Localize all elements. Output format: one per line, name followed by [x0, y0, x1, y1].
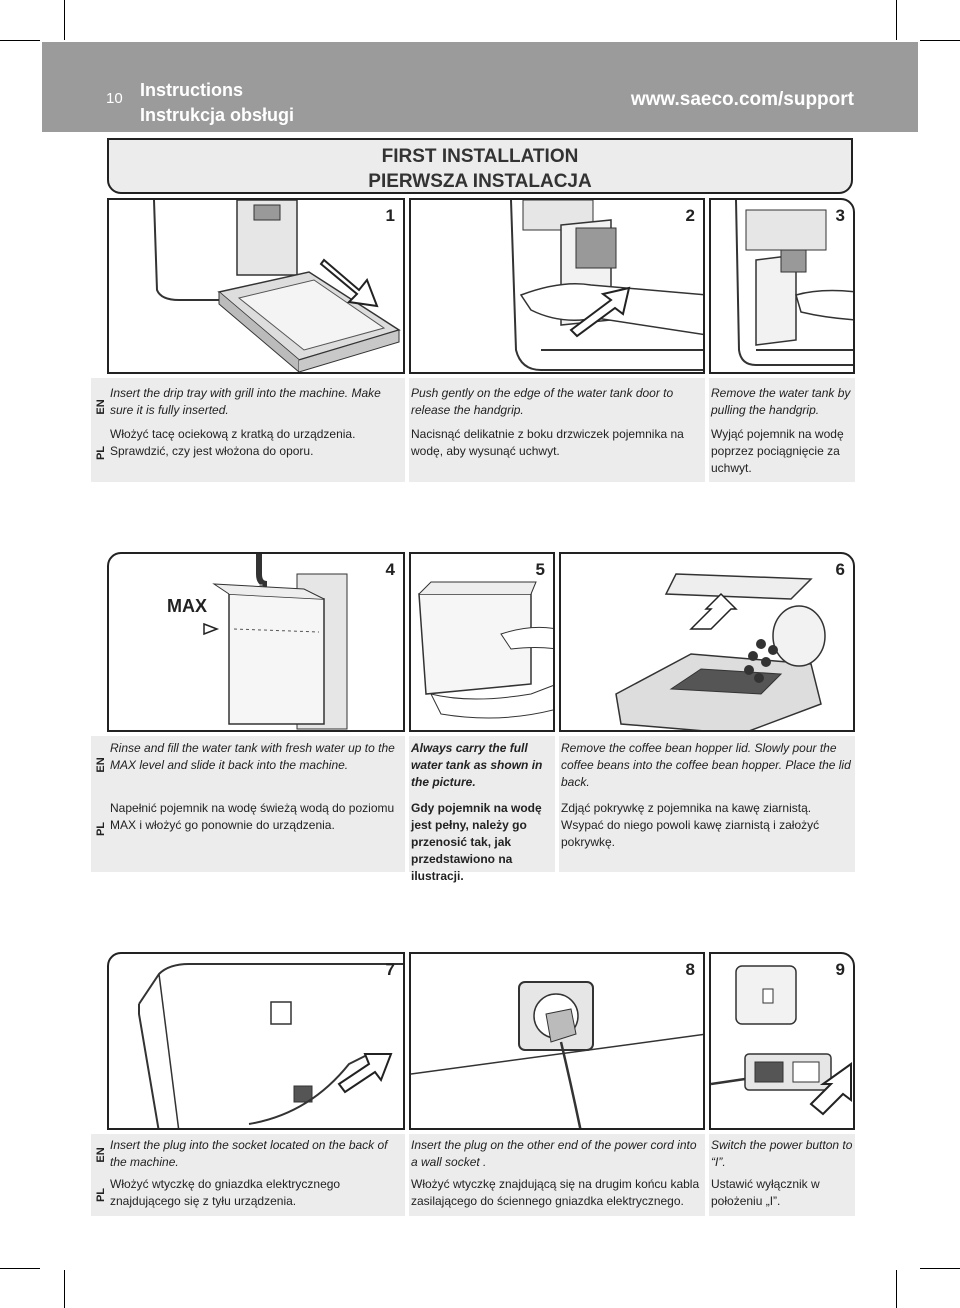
step-3-illustration: 3: [709, 198, 855, 374]
crop-mark: [896, 0, 897, 40]
wall-socket-drawing: [411, 981, 703, 1128]
lang-label-pl: PL: [95, 821, 107, 837]
header-title: Instructions Instrukcja obsługi: [140, 78, 294, 128]
step-5-text-pl: Gdy pojemnik na wodę jest pełny, należy …: [411, 801, 542, 883]
lang-label-pl: PL: [95, 1187, 107, 1203]
max-level-label: MAX: [167, 596, 207, 616]
step-3-text: Remove the water tank by pulling the han…: [709, 378, 855, 482]
step-9-text-pl: Ustawić wyłącznik w położeniu „I”.: [711, 1177, 820, 1208]
step-number: 5: [535, 560, 545, 579]
crop-mark: [896, 1270, 897, 1308]
step-5-text: Always carry the full water tank as show…: [409, 736, 555, 883]
step-1-illustration: 1: [107, 198, 405, 374]
step-number: 4: [385, 560, 395, 579]
step-4-text-en: Rinse and fill the water tank with fresh…: [110, 741, 395, 772]
step-3-text-en: Remove the water tank by pulling the han…: [711, 386, 851, 417]
lang-label-en: EN: [95, 757, 107, 773]
step-2-text-en: Push gently on the edge of the water tan…: [411, 386, 674, 417]
step-number: 9: [835, 960, 845, 979]
step-5-text-en: Always carry the full water tank as show…: [411, 741, 543, 789]
step-4-text-pl: Napełnić pojemnik na wodę świeżą wodą do…: [110, 801, 395, 832]
step-6-text-pl: Zdjąć pokrywkę z pojemnika na kawę ziarn…: [561, 801, 820, 849]
step-8-text-en: Insert the plug on the other end of the …: [411, 1138, 697, 1169]
step-1-text: EN PL Insert the drip tray with grill in…: [91, 378, 405, 482]
water-tank-door-drawing: [510, 200, 703, 371]
lang-label-en: EN: [95, 399, 107, 415]
coffee-beans-drawing: [615, 573, 826, 730]
crop-mark: [0, 40, 40, 41]
step-2-illustration: 2: [409, 198, 705, 374]
step-6-text-en: Remove the coffee bean hopper lid. Slowl…: [561, 741, 851, 789]
step-9-text: Switch the power button to “I”. Ustawić …: [709, 1134, 855, 1216]
lang-label-en: EN: [95, 1147, 107, 1163]
crop-mark: [64, 1270, 65, 1308]
crop-mark: [920, 40, 960, 41]
step-8-text-pl: Włożyć wtyczkę znajdującą się na drugim …: [411, 1177, 700, 1208]
section-title-pl: PIERWSZA INSTALACJA: [368, 171, 592, 192]
crop-mark: [920, 1268, 960, 1269]
step-number: 3: [835, 206, 845, 225]
carry-water-tank-drawing: [418, 581, 553, 719]
step-6-text: Remove the coffee bean hopper lid. Slowl…: [559, 736, 855, 872]
step-number: 8: [685, 960, 695, 979]
step-7-text-en: Insert the plug into the socket located …: [110, 1138, 388, 1169]
step-8-text: Insert the plug on the other end of the …: [409, 1134, 705, 1216]
step-number: 1: [385, 206, 395, 225]
step-number: 6: [835, 560, 845, 579]
header-title-pl: Instrukcja obsługi: [140, 105, 295, 125]
page-header: [42, 42, 918, 132]
plug-into-machine-drawing: [138, 963, 403, 1128]
crop-mark: [0, 1268, 40, 1269]
step-7-illustration: 7: [107, 952, 405, 1130]
section-title-en: FIRST INSTALLATION: [381, 146, 579, 167]
fill-water-tank-drawing: [203, 554, 348, 730]
step-9-illustration: 9: [709, 952, 855, 1130]
step-5-illustration: 5: [409, 552, 555, 732]
step-6-illustration: 6: [559, 552, 855, 732]
step-9-text-en: Switch the power button to “I”.: [711, 1138, 853, 1169]
step-4-illustration: MAX 4: [107, 552, 405, 732]
step-number: 2: [685, 206, 695, 225]
step-8-illustration: 8: [409, 952, 705, 1130]
section-title: FIRST INSTALLATION PIERWSZA INSTALACJA: [107, 138, 853, 194]
step-3-text-pl: Wyjąć pojemnik na wodę poprzez pociągnię…: [711, 427, 844, 475]
lang-label-pl: PL: [95, 445, 107, 461]
header-title-en: Instructions: [140, 80, 244, 100]
step-2-text-pl: Nacisnąć delikatnie z boku drzwiczek poj…: [411, 427, 684, 458]
step-number: 7: [385, 960, 395, 979]
step-2-text: Push gently on the edge of the water tan…: [409, 378, 705, 482]
crop-mark: [64, 0, 65, 40]
step-7-text-pl: Włożyć wtyczkę do gniazdka elektrycznego…: [110, 1177, 341, 1208]
support-url[interactable]: www.saeco.com/support: [630, 89, 854, 110]
page-number: 10: [106, 90, 123, 107]
step-4-text: EN PL Rinse and fill the water tank with…: [91, 736, 405, 872]
drip-tray-drawing: [153, 200, 401, 372]
step-7-text: EN PL Insert the plug into the socket lo…: [91, 1134, 405, 1216]
step-1-text-en: Insert the drip tray with grill into the…: [110, 386, 381, 417]
power-switch-drawing: [711, 965, 852, 1116]
step-1-text-pl: Włożyć tacę ociekową z kratką do urządze…: [110, 427, 356, 458]
remove-water-tank-drawing: [735, 200, 853, 366]
